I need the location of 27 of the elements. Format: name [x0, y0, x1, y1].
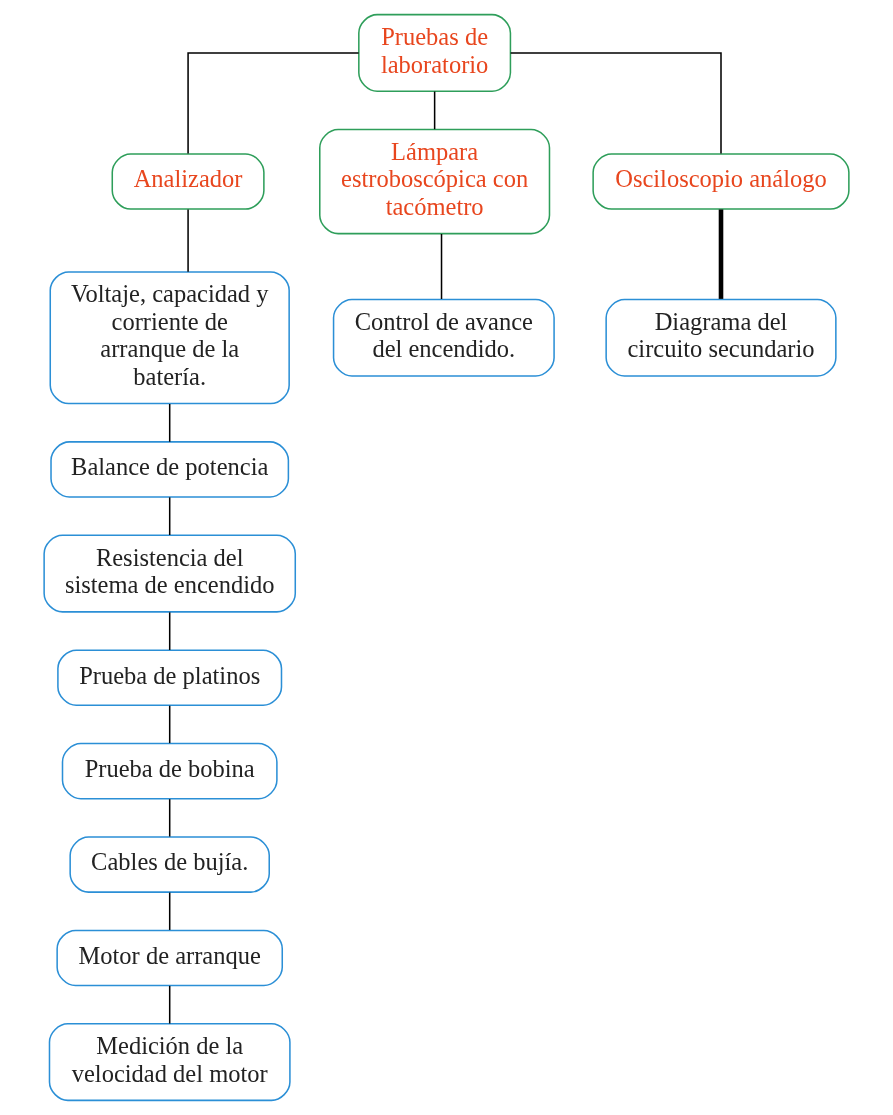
node-box: Diagrama del circuito secundario: [605, 298, 837, 377]
connector: [168, 403, 171, 443]
node-box: Analizador: [111, 153, 265, 210]
connector: [168, 985, 171, 1025]
connector: [168, 496, 171, 536]
connector: [718, 209, 724, 299]
node-box: Balance de potencia: [50, 441, 290, 498]
connector: [187, 52, 360, 155]
node-box: Control de avance del encendido.: [332, 298, 555, 377]
node-box: Resistencia del sistema de encendido: [43, 534, 297, 613]
node-box: Osciloscopio análogo: [592, 153, 850, 210]
node-box: Pruebas de laboratorio: [358, 13, 512, 92]
node-box: Lámpara estroboscópica con tacómetro: [319, 128, 551, 235]
connector: [168, 891, 171, 931]
node-box: Motor de arranque: [56, 929, 284, 987]
node-box: Cables de bujía.: [69, 836, 270, 893]
connector: [187, 208, 189, 273]
node-box: Medición de la velocidad del motor: [48, 1023, 291, 1102]
connector: [509, 52, 722, 155]
connector: [168, 611, 171, 651]
connector: [440, 233, 443, 300]
node-box: Prueba de bobina: [61, 742, 278, 800]
node-box: Voltaje, capacidad y corriente de arranque de la batería.: [49, 271, 290, 405]
connector: [168, 704, 171, 744]
node-box: Prueba de platinos: [57, 649, 283, 707]
connector: [168, 798, 171, 838]
connector: [433, 90, 436, 130]
